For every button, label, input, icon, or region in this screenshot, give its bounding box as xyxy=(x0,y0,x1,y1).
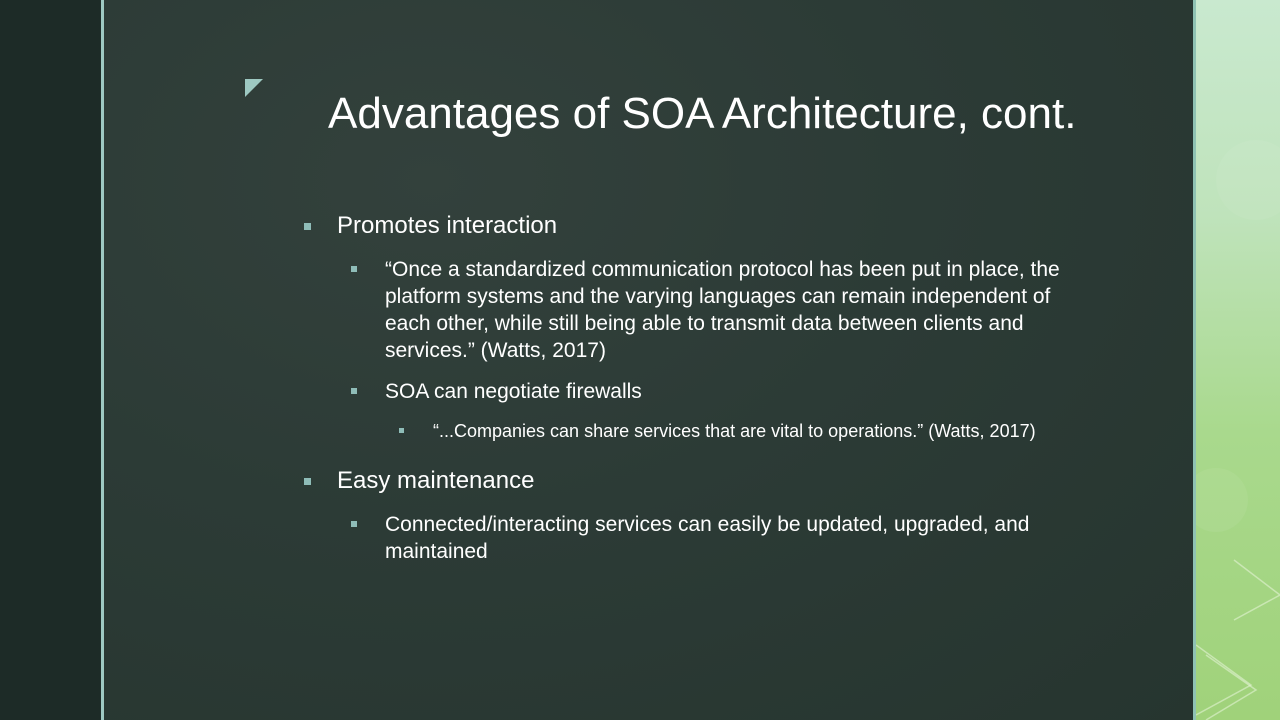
chevron-pattern-icon xyxy=(1196,140,1280,720)
bullet-item-easy-maintenance: Easy maintenance xyxy=(300,465,1100,497)
sub-bullet-text: SOA can negotiate firewalls xyxy=(385,380,642,403)
right-divider xyxy=(1193,0,1196,720)
sub-bullet-text: “Once a standardized communication proto… xyxy=(385,258,1060,362)
sub-sub-bullet-text: “...Companies can share services that ar… xyxy=(433,421,1036,441)
decorative-side-panel xyxy=(1196,0,1280,720)
sub-bullet-services-maintained: Connected/interacting services can easil… xyxy=(300,511,1100,565)
sub-sub-bullet-quote-companies: “...Companies can share services that ar… xyxy=(300,419,1100,443)
left-divider xyxy=(101,0,104,720)
bullet-list: Promotes interaction “Once a standardize… xyxy=(300,210,1100,579)
main-panel xyxy=(104,0,1194,720)
sub-bullet-text: Connected/interacting services can easil… xyxy=(385,513,1030,563)
left-panel xyxy=(0,0,102,720)
sub-bullet-quote-protocol: “Once a standardized communication proto… xyxy=(300,256,1100,364)
square-bullet-icon xyxy=(399,428,404,433)
bullet-text: Promotes interaction xyxy=(337,212,558,239)
bullet-item-promotes-interaction: Promotes interaction xyxy=(300,210,1100,242)
corner-triangle-icon xyxy=(245,79,263,97)
bullet-text: Easy maintenance xyxy=(337,467,535,494)
square-bullet-icon xyxy=(351,388,357,394)
square-bullet-icon xyxy=(304,223,311,230)
square-bullet-icon xyxy=(304,478,311,485)
square-bullet-icon xyxy=(351,521,357,527)
sub-bullet-firewalls: SOA can negotiate firewalls xyxy=(300,378,1100,405)
slide-title: Advantages of SOA Architecture, cont. xyxy=(328,89,1077,138)
square-bullet-icon xyxy=(351,266,357,272)
